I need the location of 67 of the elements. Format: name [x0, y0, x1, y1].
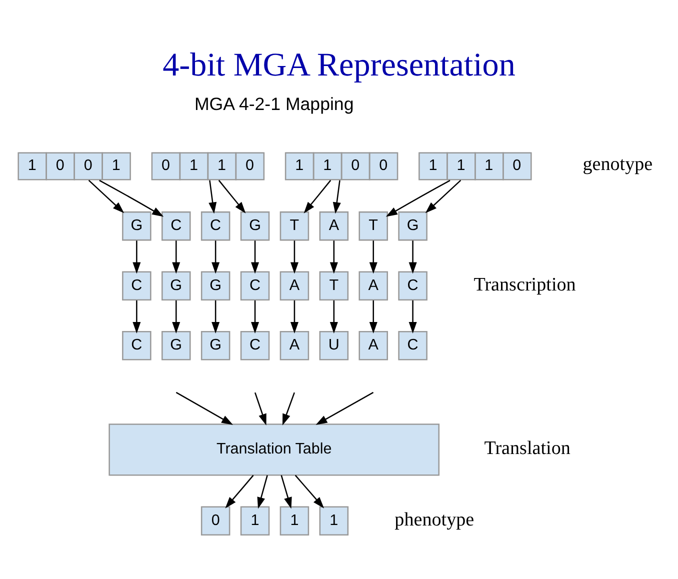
- arrow: [254, 392, 266, 426]
- node-box: C: [122, 331, 152, 360]
- label: MGA 4-2-1 Mapping: [194, 94, 354, 114]
- arrow: [282, 392, 295, 426]
- arrow: [225, 474, 254, 508]
- node-box: G: [200, 271, 230, 300]
- node-box: T: [280, 211, 310, 241]
- arrow: [280, 475, 292, 509]
- arrow: [132, 240, 141, 274]
- node-box: A: [280, 271, 310, 300]
- node-box: G: [240, 211, 270, 241]
- node-box: 1: [280, 506, 310, 536]
- node-box: C: [240, 331, 270, 360]
- node-box: A: [280, 331, 310, 360]
- node-box: A: [358, 271, 388, 300]
- arrow: [212, 300, 220, 334]
- label: Transcription: [474, 274, 576, 296]
- arrow: [251, 240, 260, 274]
- node-box: C: [398, 271, 428, 300]
- label: genotype: [582, 154, 653, 176]
- arrow: [218, 180, 246, 214]
- node-box: G: [200, 331, 230, 360]
- node-box: Translation Table: [108, 424, 440, 476]
- arrow: [304, 180, 332, 214]
- node-box: A: [358, 331, 388, 360]
- arrow: [408, 240, 417, 274]
- arrow: [251, 300, 260, 334]
- arrow: [330, 240, 338, 274]
- node-box: 0: [200, 506, 230, 536]
- node-box: G: [398, 211, 428, 241]
- arrow: [386, 180, 450, 217]
- node-box: G: [162, 271, 191, 300]
- arrow: [172, 300, 180, 334]
- label: Translation: [484, 438, 570, 460]
- node-box: 1: [319, 506, 349, 536]
- arrow: [332, 180, 341, 214]
- node-box: A: [319, 211, 349, 241]
- node-box: U: [319, 331, 349, 360]
- arrow: [290, 300, 298, 334]
- arrow: [257, 475, 268, 509]
- node-box: C: [398, 331, 428, 360]
- arrow: [330, 300, 338, 334]
- arrow: [212, 240, 220, 274]
- arrow: [88, 180, 124, 214]
- arrow: [369, 240, 378, 274]
- node-box: C: [162, 211, 191, 241]
- arrow: [99, 180, 164, 217]
- node-box: T: [319, 271, 349, 300]
- arrow: [132, 300, 141, 334]
- node-box: C: [200, 211, 230, 241]
- node-box: T: [358, 211, 388, 241]
- arrow: [176, 392, 233, 425]
- arrow: [425, 180, 462, 214]
- arrow: [369, 300, 378, 334]
- node-box: G: [162, 331, 191, 360]
- arrow: [290, 240, 298, 274]
- arrow: [208, 180, 217, 214]
- node-box: C: [122, 271, 152, 300]
- node-box: 1: [240, 506, 270, 536]
- arrow: [294, 474, 324, 508]
- node-box: G: [122, 211, 152, 241]
- node-box: C: [240, 271, 270, 300]
- arrow: [316, 392, 374, 425]
- diagram-title: 4-bit MGA Representation: [162, 48, 516, 84]
- label: phenotype: [394, 509, 474, 530]
- arrow: [172, 240, 180, 274]
- arrow: [408, 300, 417, 334]
